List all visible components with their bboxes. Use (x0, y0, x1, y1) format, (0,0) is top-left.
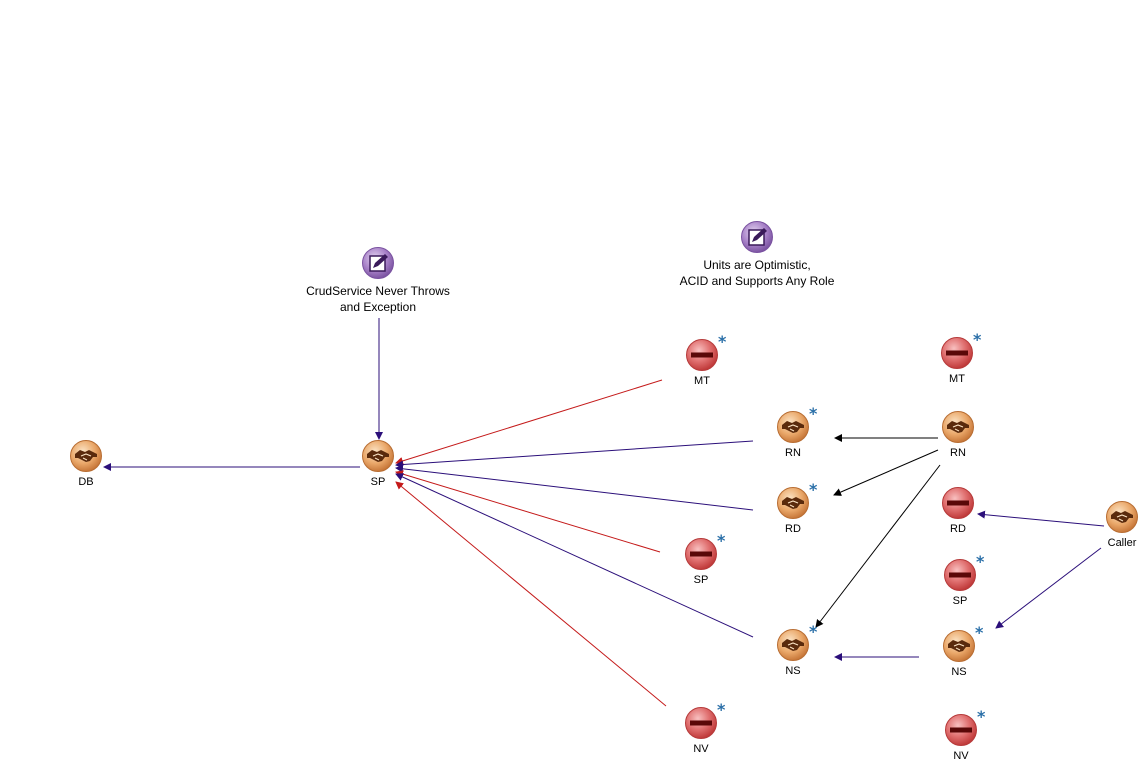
star-marker: * (976, 552, 985, 571)
node-label: SP (693, 574, 709, 586)
node-label: NV (693, 743, 709, 755)
note-text: CrudService Never Throws and Exception (306, 284, 450, 314)
node-label: SP (370, 476, 386, 488)
stop-icon: * (943, 552, 984, 592)
node-mt-2[interactable]: * MT (912, 330, 1002, 385)
stop-icon: * (684, 531, 725, 571)
node-nv-1[interactable]: * NV (656, 700, 746, 755)
node-label: RN (950, 447, 966, 459)
stop-icon: * (685, 332, 726, 372)
star-marker: * (975, 623, 984, 642)
handshake-icon (1105, 500, 1139, 534)
stop-icon (941, 486, 975, 520)
handshake-icon: * (942, 623, 983, 663)
stop-icon: * (944, 707, 985, 747)
stop-icon: * (940, 330, 981, 370)
node-label: NS (951, 666, 967, 678)
edge-ns1-to-sp_center[interactable] (395, 473, 754, 638)
star-marker: * (717, 700, 726, 719)
star-marker: * (973, 330, 982, 349)
node-ns-1[interactable]: * NS (748, 622, 838, 677)
handshake-icon: * (776, 622, 817, 662)
handshake-icon (941, 410, 975, 444)
node-label: NS (785, 665, 801, 677)
edge-caller-to-ns2[interactable] (995, 547, 1102, 629)
node-sp-3[interactable]: * SP (915, 552, 1005, 607)
node-label: SP (952, 595, 968, 607)
node-nv-2[interactable]: * NV (916, 707, 1006, 762)
edge-sp2-to-sp_center[interactable] (395, 470, 661, 553)
edge-rn2-to-ns1[interactable] (815, 464, 941, 628)
handshake-icon: * (776, 404, 817, 444)
node-ns-2[interactable]: * NS (914, 623, 1004, 678)
node-label: MT (949, 373, 965, 385)
star-marker: * (718, 332, 727, 351)
edge-rn2-to-rd1[interactable] (833, 449, 939, 496)
star-marker: * (809, 404, 818, 423)
node-label: NV (953, 750, 969, 762)
handshake-icon (69, 439, 103, 473)
node-sp-center[interactable]: SP (333, 439, 423, 488)
node-label: MT (694, 375, 710, 387)
note-crudservice[interactable]: CrudService Never Throws and Exception (258, 246, 498, 315)
node-db[interactable]: DB (41, 439, 131, 488)
note-text: Units are Optimistic, ACID and Supports … (679, 258, 835, 288)
edge-nv1-to-sp_center[interactable] (395, 481, 667, 707)
handshake-icon: * (776, 480, 817, 520)
node-label: RD (950, 523, 966, 535)
handshake-icon (361, 439, 395, 473)
node-rd-2[interactable]: RD (913, 486, 1003, 535)
node-label: Caller (1107, 537, 1137, 549)
node-caller[interactable]: Caller (1077, 500, 1142, 549)
node-rn-2[interactable]: RN (913, 410, 1003, 459)
node-label: RD (785, 523, 801, 535)
node-label: DB (78, 476, 94, 488)
star-marker: * (977, 707, 986, 726)
note-pencil-icon (361, 246, 395, 280)
star-marker: * (809, 622, 818, 641)
edge-caller-to-rd2[interactable] (977, 510, 1105, 527)
edge-rn1-to-sp_center[interactable] (395, 440, 754, 469)
node-rd-1[interactable]: * RD (748, 480, 838, 535)
star-marker: * (809, 480, 818, 499)
node-mt-1[interactable]: * MT (657, 332, 747, 387)
edge-rd1-to-sp_center[interactable] (395, 464, 754, 511)
edge-mt1-to-sp_center[interactable] (395, 379, 663, 465)
note-pencil-icon (740, 220, 774, 254)
note-units[interactable]: Units are Optimistic, ACID and Supports … (637, 220, 877, 289)
node-rn-1[interactable]: * RN (748, 404, 838, 459)
node-sp-2[interactable]: * SP (656, 531, 746, 586)
node-label: RN (785, 447, 801, 459)
star-marker: * (717, 531, 726, 550)
stop-icon: * (684, 700, 725, 740)
